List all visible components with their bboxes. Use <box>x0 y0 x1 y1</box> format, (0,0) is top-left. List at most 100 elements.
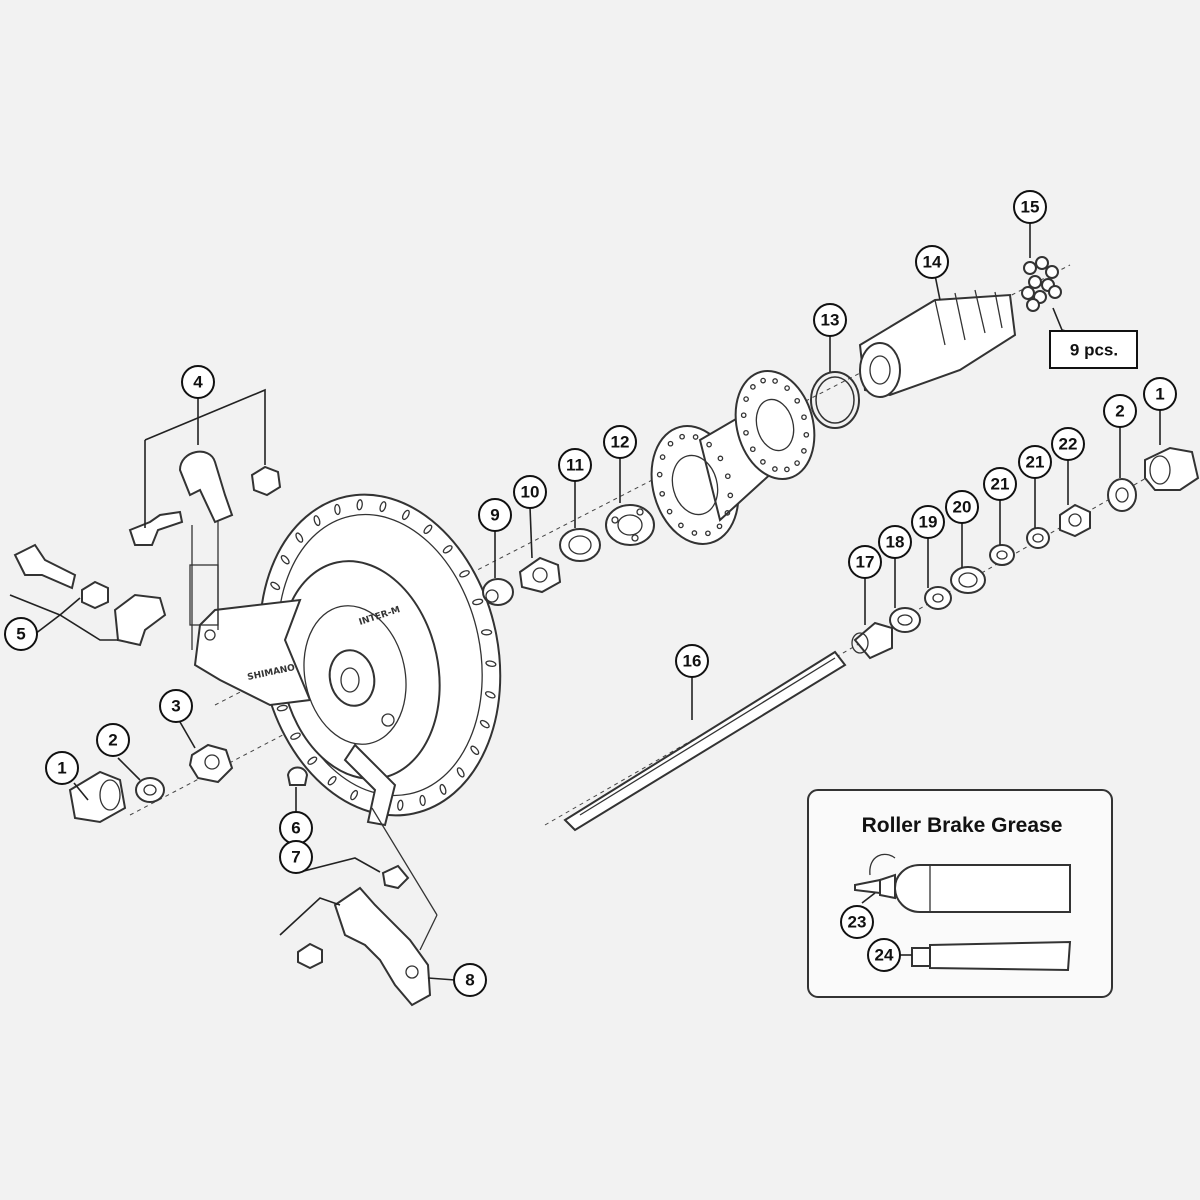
arm-bolt <box>381 864 410 890</box>
svg-text:19: 19 <box>919 513 938 532</box>
quantity-note: 9 pcs. <box>1049 330 1138 369</box>
fin-slot <box>442 545 453 554</box>
callout-2-left: 2 <box>96 723 130 757</box>
spoke-hole <box>705 530 711 537</box>
housing-axle-hole <box>340 667 360 693</box>
fin-slot <box>280 554 290 565</box>
adjuster-nut <box>81 580 109 610</box>
fin-slot <box>419 794 426 807</box>
roller-brake-unit: INTER-M SHIMANO <box>193 493 502 827</box>
svg-text:17: 17 <box>856 553 875 572</box>
spoke-hole <box>716 523 723 530</box>
part-5-cable-adjuster-set <box>13 543 167 647</box>
adjuster-bolt <box>13 543 77 590</box>
spoke-hole <box>801 414 807 421</box>
fin-slot <box>307 756 318 765</box>
svg-text:1: 1 <box>1155 385 1164 404</box>
quantity-note-text: 9 pcs. <box>1070 341 1118 360</box>
spoke-hole <box>656 471 663 478</box>
svg-text:14: 14 <box>923 253 942 272</box>
callout-15: 15 <box>1013 190 1047 224</box>
svg-text:6: 6 <box>291 819 300 838</box>
part-11-spacer <box>559 528 601 562</box>
spoke-hole <box>679 433 685 440</box>
spoke-hole <box>717 455 724 462</box>
callout-12: 12 <box>603 425 637 459</box>
fin-slot <box>484 691 496 699</box>
adjuster-plate <box>113 593 167 647</box>
grease-tube <box>911 940 1072 972</box>
fin-slot <box>397 799 404 811</box>
grease-box-title: Roller Brake Grease <box>862 814 1063 837</box>
callout-4: 4 <box>181 365 215 399</box>
spoke-hole <box>706 441 712 448</box>
spoke-hole <box>794 397 801 404</box>
spoke-holes <box>656 377 810 537</box>
svg-text:11: 11 <box>566 456 584 475</box>
svg-text:16: 16 <box>683 652 702 671</box>
fin-slot <box>479 719 490 729</box>
spoke-hole <box>692 434 699 440</box>
part-12-bearing <box>605 504 655 546</box>
housing-ring <box>303 605 407 745</box>
callout-20: 20 <box>945 490 979 524</box>
part-22-lock-nut <box>1059 503 1091 538</box>
svg-text:12: 12 <box>611 433 630 452</box>
part-21-spacer-b <box>1026 527 1050 549</box>
hub-right-flange <box>734 369 816 481</box>
hub-shell <box>650 369 816 545</box>
svg-text:10: 10 <box>521 483 540 502</box>
spoke-hole <box>801 448 807 454</box>
part-1-right-cap-nut <box>1144 446 1200 491</box>
svg-text:22: 22 <box>1059 435 1078 454</box>
callout-3: 3 <box>159 689 193 723</box>
fin-slot <box>472 598 484 606</box>
clamp-bolt <box>128 510 184 546</box>
brake-reaction-arm <box>193 598 312 707</box>
callout-11: 11 <box>558 448 592 482</box>
callout-18: 18 <box>878 525 912 559</box>
spoke-hole <box>659 454 666 460</box>
svg-text:3: 3 <box>171 697 180 716</box>
svg-text:8: 8 <box>465 971 474 990</box>
spoke-hole <box>760 459 766 465</box>
callout-7: 7 <box>279 840 313 874</box>
part-7-bolt-nut-set <box>297 864 410 970</box>
callout-10: 10 <box>513 475 547 509</box>
fin-slot <box>270 581 281 591</box>
part-8-cable-arm <box>333 807 438 1007</box>
callout-8: 8 <box>453 963 487 997</box>
svg-text:24: 24 <box>875 946 894 965</box>
part-15-bearing-balls <box>1021 256 1062 312</box>
fin-slot <box>401 509 410 521</box>
spoke-hole <box>666 508 673 515</box>
part-6-dust-cap <box>286 766 309 786</box>
fin-slot <box>480 629 493 636</box>
spoke-hole <box>794 460 800 466</box>
fin-slot <box>459 570 470 578</box>
spoke-hole <box>772 466 778 472</box>
spoke-hole <box>678 522 684 529</box>
arm-nut <box>297 942 323 970</box>
fin-slot <box>439 783 447 795</box>
part-14-freehub-body <box>858 289 1017 398</box>
spoke-hole <box>784 385 790 391</box>
svg-text:21: 21 <box>1026 453 1045 472</box>
brake-cable-lever <box>343 743 397 827</box>
clamp-nut <box>250 465 282 497</box>
callout-9: 9 <box>478 498 512 532</box>
fin-slot <box>470 745 480 756</box>
svg-text:1: 1 <box>57 759 66 778</box>
band-clamp <box>178 450 234 524</box>
svg-text:7: 7 <box>291 848 300 867</box>
svg-text:2: 2 <box>108 731 117 750</box>
part-4-band-clamp-set <box>128 450 282 650</box>
fin-slot <box>456 767 465 778</box>
callout-14: 14 <box>915 245 949 279</box>
spoke-hole <box>667 440 674 447</box>
part-2-right-washer <box>1107 478 1137 512</box>
spoke-hole <box>659 490 666 497</box>
callout-19: 19 <box>911 505 945 539</box>
quantity-note-box <box>1049 330 1138 369</box>
svg-text:2: 2 <box>1115 402 1124 421</box>
